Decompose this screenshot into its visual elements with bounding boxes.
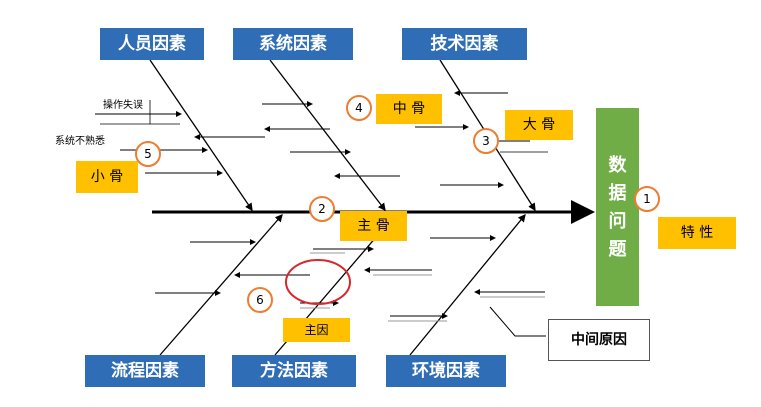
label-main-cause: 主因 xyxy=(283,318,350,342)
problem-head: 数 据 问 题 xyxy=(596,108,639,306)
bone-people xyxy=(149,59,253,212)
highlight-circle xyxy=(285,259,351,305)
head-char: 据 xyxy=(608,183,627,204)
category-tech: 技术因素 xyxy=(402,28,527,60)
category-environment: 环境因素 xyxy=(386,355,506,387)
bone-environment xyxy=(409,213,526,356)
label-big-bone: 大 骨 xyxy=(505,110,573,140)
marker-5: 5 xyxy=(135,141,161,167)
marker-4: 4 xyxy=(346,95,372,121)
marker-2: 2 xyxy=(309,196,335,222)
head-char: 题 xyxy=(608,239,627,260)
category-people: 人员因素 xyxy=(100,28,204,60)
head-char: 问 xyxy=(608,211,627,232)
head-char: 数 xyxy=(608,155,627,176)
label-middle-cause: 中间原因 xyxy=(548,319,650,361)
marker-6: 6 xyxy=(247,287,273,313)
cause-system-unfamiliar: 系统不熟悉 xyxy=(55,136,105,147)
category-process: 流程因素 xyxy=(85,355,205,387)
category-system: 系统因素 xyxy=(233,28,353,60)
label-middle-bone: 中 骨 xyxy=(376,94,442,124)
bone-system xyxy=(269,59,386,212)
bone-process xyxy=(159,214,283,356)
category-method: 方法因素 xyxy=(232,355,356,387)
connector-middle-cause xyxy=(489,306,546,337)
label-main-bone: 主 骨 xyxy=(340,211,407,241)
marker-3: 3 xyxy=(473,128,499,154)
label-small-bone: 小 骨 xyxy=(76,161,138,193)
marker-1: 1 xyxy=(634,186,660,212)
label-characteristic: 特 性 xyxy=(658,217,736,249)
cause-operation-error: 操作失误 xyxy=(103,100,143,111)
